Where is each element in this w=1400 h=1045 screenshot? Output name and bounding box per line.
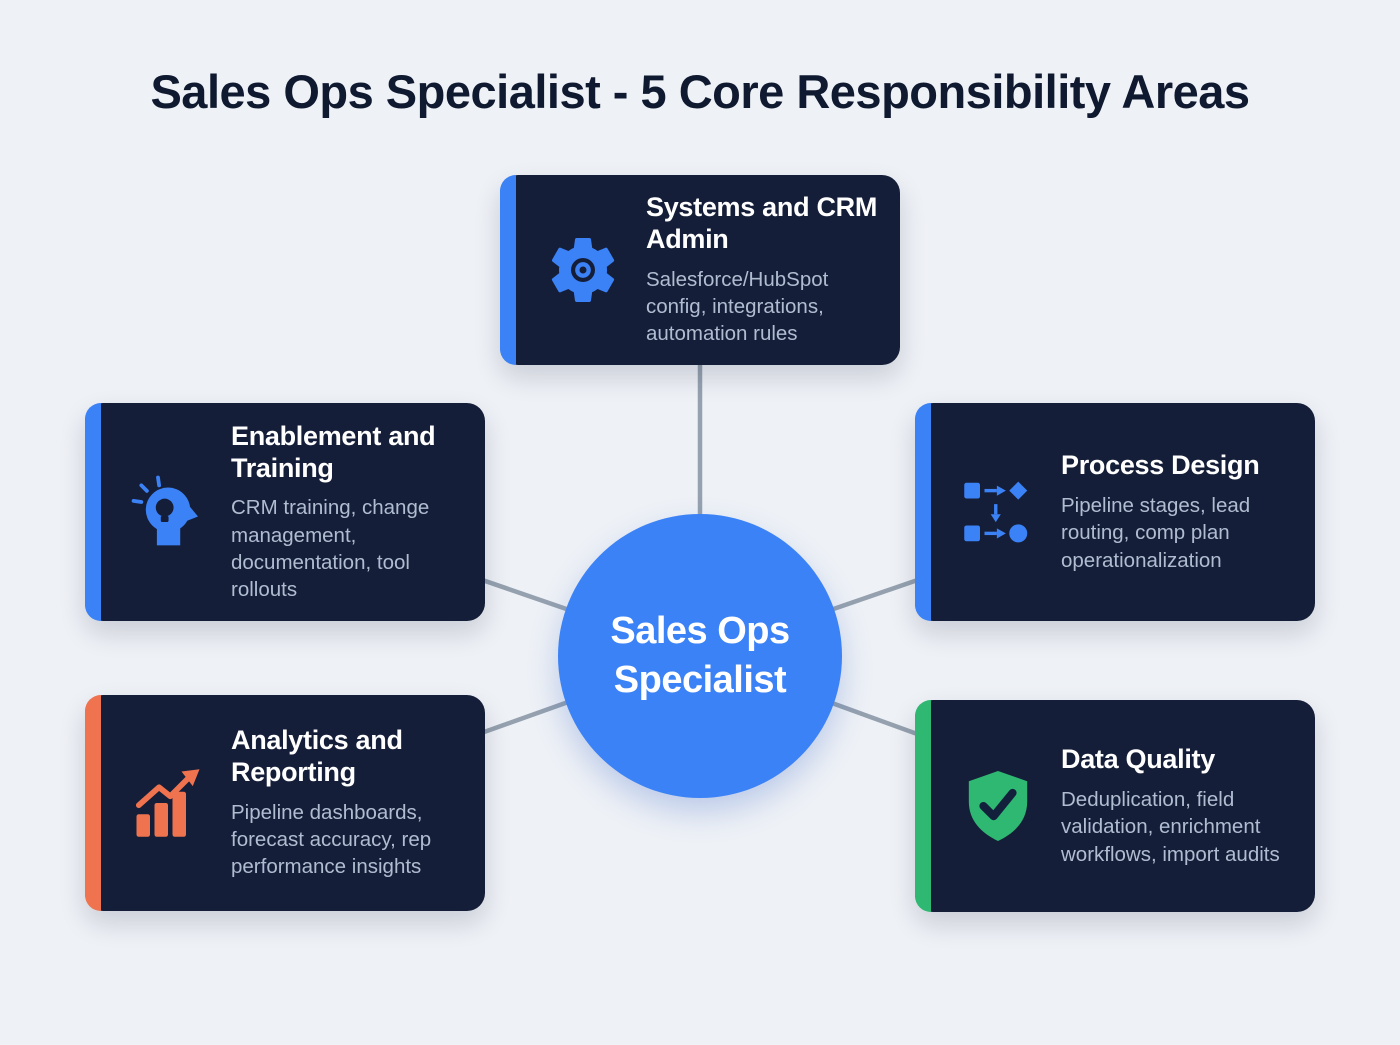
flowchart-icon (955, 479, 1041, 545)
card-title: Systems and CRM Admin (646, 192, 878, 255)
card-description: Deduplication, field validation, enrichm… (1061, 788, 1280, 866)
gear-icon (540, 230, 626, 310)
card-title: Enablement and Training (231, 420, 436, 483)
card-title: Data Quality (1061, 744, 1215, 775)
bar-chart-arrow-icon (125, 767, 211, 839)
card-title: Analytics and Reporting (231, 725, 403, 788)
card-title: Process Design (1061, 450, 1260, 481)
accent-bar (500, 175, 516, 365)
head-lightbulb-icon (125, 472, 211, 552)
card-systems-crm-admin: Systems and CRM Admin Salesforce/HubSpot… (500, 175, 900, 365)
card-description: Salesforce/HubSpot config, integrations,… (646, 267, 829, 346)
accent-bar (915, 700, 931, 912)
page-title: Sales Ops Specialist - 5 Core Responsibi… (150, 65, 1250, 118)
shield-check-icon (955, 768, 1041, 844)
accent-bar (915, 403, 931, 621)
hub-label-line1: Sales Ops (610, 610, 790, 653)
accent-bar (85, 403, 101, 621)
card-analytics-reporting: Analytics and Reporting Pipeline dashboa… (85, 695, 485, 911)
card-description: CRM training, change management, documen… (231, 496, 430, 602)
hub-label-line2: Specialist (613, 659, 787, 701)
accent-bar (85, 695, 101, 911)
card-process-design: Process Design Pipeline stages, lead rou… (915, 403, 1315, 621)
card-enablement-training: Enablement and Training CRM training, ch… (85, 403, 485, 621)
card-description: Pipeline dashboards, forecast accuracy, … (231, 800, 432, 879)
card-description: Pipeline stages, lead routing, comp plan… (1061, 494, 1251, 572)
hub-circle: Sales Ops Specialist (558, 514, 842, 798)
card-data-quality: Data Quality Deduplication, field valida… (915, 700, 1315, 912)
